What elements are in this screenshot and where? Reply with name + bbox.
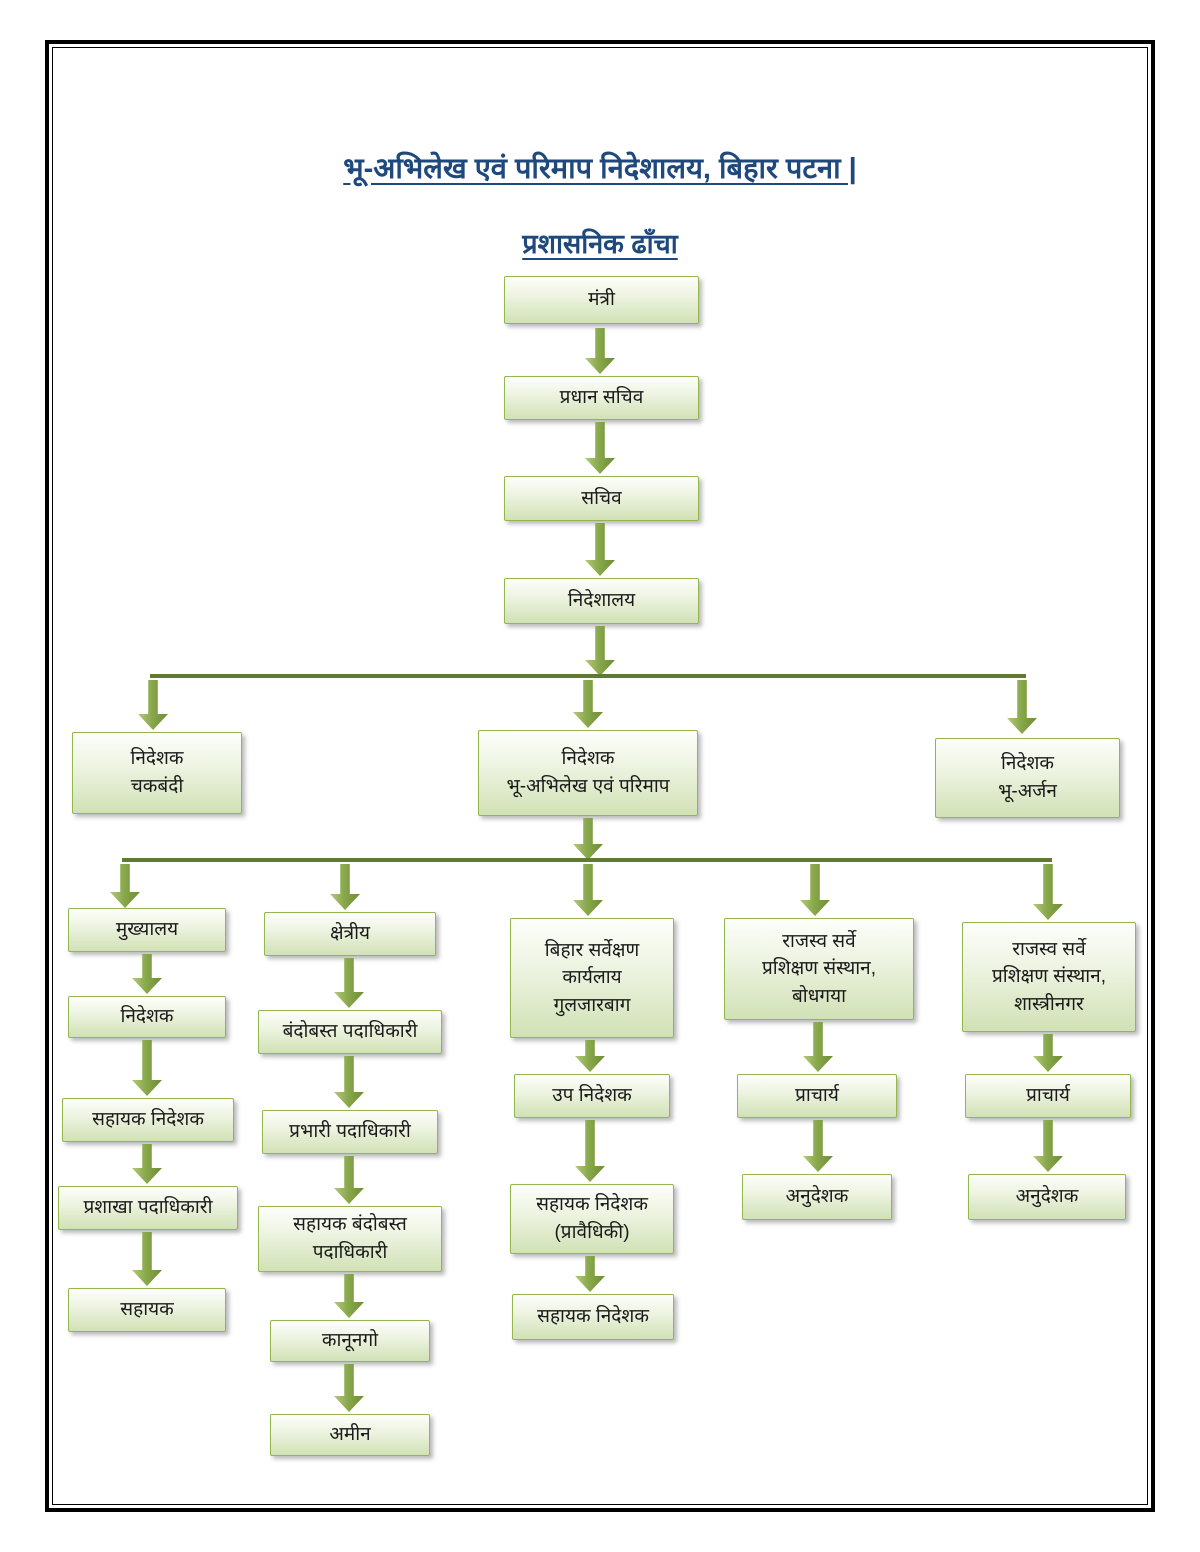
branch-connector-line — [122, 858, 1052, 862]
node-instructor-shastrinagar: अनुदेशक — [968, 1174, 1126, 1220]
node-deputy-director: उप निदेशक — [514, 1074, 670, 1118]
node-director-chakbandi: निदेशक चकबंदी — [72, 732, 242, 814]
node-hq-assistant: सहायक — [68, 1288, 226, 1332]
document-subtitle: प्रशासनिक ढाँचा — [522, 229, 678, 259]
node-assistant-settlement-officer: सहायक बंदोबस्त पदाधिकारी — [258, 1206, 442, 1272]
node-headquarters: मुख्यालय — [68, 908, 226, 952]
node-ameen: अमीन — [270, 1414, 430, 1456]
node-director-land-records: निदेशक भू-अभिलेख एवं परिमाप — [478, 730, 698, 816]
node-principal-shastrinagar: प्राचार्य — [965, 1074, 1131, 1118]
node-incharge-officer: प्रभारी पदाधिकारी — [262, 1110, 438, 1154]
node-principal-secretary: प्रधान सचिव — [504, 376, 699, 420]
node-regional: क्षेत्रीय — [264, 912, 436, 956]
node-instructor-bodhgaya: अनुदेशक — [742, 1174, 892, 1220]
node-assistant-director-technical: सहायक निदेशक (प्रावैधिकी) — [510, 1184, 674, 1254]
node-kanungo: कानूनगो — [270, 1320, 430, 1362]
node-hq-assistant-director: सहायक निदेशक — [62, 1098, 234, 1142]
node-training-institute-bodhgaya: राजस्व सर्वे प्रशिक्षण संस्थान, बोधगया — [724, 918, 914, 1020]
page-border-inner — [52, 47, 1148, 1505]
page-border — [45, 40, 1155, 1512]
node-assistant-director: सहायक निदेशक — [512, 1294, 674, 1340]
branch-connector-line — [150, 674, 1026, 678]
node-hq-director: निदेशक — [68, 996, 226, 1038]
document-title: भू-अभिलेख एवं परिमाप निदेशालय, बिहार पटन… — [343, 153, 857, 185]
node-directorate: निदेशालय — [504, 578, 699, 624]
node-bihar-survey-office: बिहार सर्वेक्षण कार्यलाय गुलजारबाग — [510, 918, 674, 1038]
node-training-institute-shastrinagar: राजस्व सर्वे प्रशिक्षण संस्थान, शास्त्री… — [962, 922, 1136, 1032]
node-settlement-officer: बंदोबस्त पदाधिकारी — [258, 1010, 442, 1054]
node-director-land-acquisition: निदेशक भू-अर्जन — [935, 738, 1120, 818]
node-hq-branch-officer: प्रशाखा पदाधिकारी — [58, 1186, 238, 1230]
node-secretary: सचिव — [504, 476, 699, 521]
node-principal-bodhgaya: प्राचार्य — [737, 1074, 897, 1118]
node-minister: मंत्री — [504, 276, 699, 324]
